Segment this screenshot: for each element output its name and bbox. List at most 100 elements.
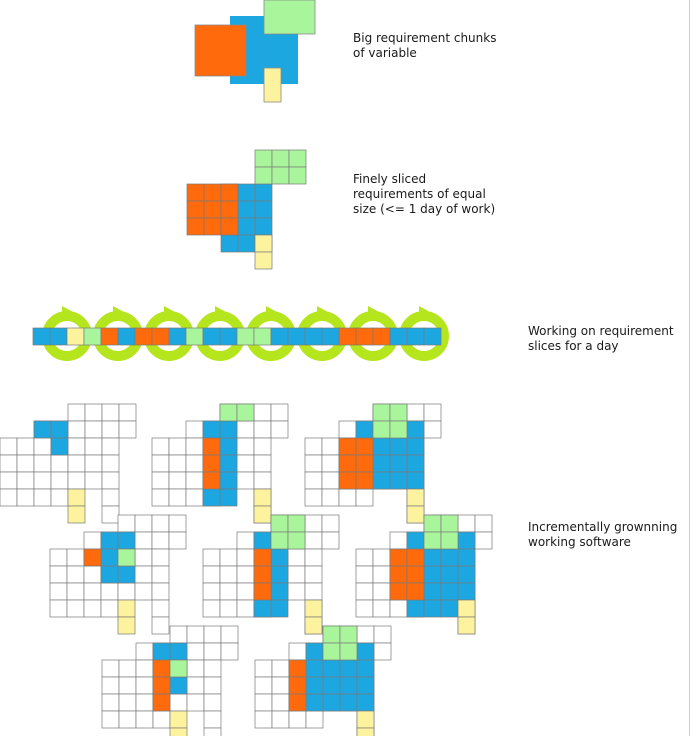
cell_empty-slice-cell	[134, 582, 153, 601]
blue-slice-cell	[305, 659, 324, 678]
cell_empty-slice-cell	[236, 548, 255, 567]
blue-slice-cell	[100, 548, 119, 567]
orange-slice-cell	[288, 676, 307, 695]
cell_empty-slice-cell	[304, 531, 323, 550]
green-slice-cell	[339, 642, 358, 661]
cell_empty-slice-cell	[236, 420, 255, 439]
orange-slice-cell	[186, 217, 205, 236]
cell_empty-slice-cell	[169, 625, 188, 644]
cell_empty-slice-cell	[321, 488, 340, 507]
blue-slice-cell	[339, 693, 358, 712]
cell_empty-slice-cell	[0, 454, 18, 473]
cell_empty-slice-cell	[83, 531, 102, 550]
cell_empty-slice-cell	[101, 659, 120, 678]
blue-slice-cell	[253, 531, 272, 550]
blue-slice-cell	[356, 676, 375, 695]
cell_empty-slice-cell	[304, 471, 323, 490]
orange-slice-cell	[203, 183, 222, 202]
cell_empty-slice-cell	[389, 531, 408, 550]
cell_empty-slice-cell	[67, 437, 86, 456]
cell_empty-slice-cell	[202, 582, 221, 601]
orange-slice-cell	[338, 454, 357, 473]
cell_empty-slice-cell	[202, 565, 221, 584]
green-strip-slice	[83, 327, 102, 346]
cell_empty-slice-cell	[168, 514, 187, 533]
blue-slice-cell	[406, 531, 425, 550]
blue-strip-slice	[423, 327, 442, 346]
green-slice-cell	[117, 548, 136, 567]
yellow-requirement-chunk	[263, 67, 282, 103]
orange-slice-cell	[389, 582, 408, 601]
orange-slice-cell	[253, 565, 272, 584]
cell_empty-slice-cell	[219, 565, 238, 584]
orange-slice-cell	[389, 565, 408, 584]
blue-slice-cell	[423, 548, 442, 567]
orange-slice-cell	[406, 565, 425, 584]
blue-slice-cell	[117, 531, 136, 550]
cell_empty-slice-cell	[271, 710, 290, 729]
cell_empty-slice-cell	[355, 548, 374, 567]
orange-slice-cell	[152, 659, 171, 678]
cell_empty-slice-cell	[253, 403, 272, 422]
cell_empty-slice-cell	[185, 420, 204, 439]
cell_empty-slice-cell	[185, 471, 204, 490]
cell_empty-slice-cell	[202, 548, 221, 567]
cell_empty-slice-cell	[288, 642, 307, 661]
blue-slice-cell	[457, 548, 476, 567]
blue-slice-cell	[254, 200, 273, 219]
blue-slice-cell	[389, 471, 408, 490]
cell_empty-slice-cell	[321, 437, 340, 456]
cell_empty-slice-cell	[83, 565, 102, 584]
cell_empty-slice-cell	[474, 514, 493, 533]
orange-slice-cell	[355, 437, 374, 456]
cell_empty-slice-cell	[84, 454, 103, 473]
yellow-slice-cell	[254, 251, 273, 270]
cell_empty-slice-cell	[271, 676, 290, 695]
green-requirement-chunk	[263, 0, 316, 35]
orange-slice-cell	[355, 454, 374, 473]
cycle-arrow-icon	[62, 306, 73, 319]
blue-strip-slice	[321, 327, 340, 346]
cell_empty-slice-cell	[151, 582, 170, 601]
cell_empty-slice-cell	[101, 471, 120, 490]
blue-slice-cell	[389, 454, 408, 473]
blue-slice-cell	[406, 599, 425, 618]
orange-slice-cell	[220, 200, 239, 219]
orange-slice-cell	[406, 548, 425, 567]
cell_empty-slice-cell	[271, 693, 290, 712]
cell_empty-slice-cell	[270, 403, 289, 422]
cell_empty-slice-cell	[321, 454, 340, 473]
blue-strip-slice	[117, 327, 136, 346]
cycle-arrow-icon	[317, 306, 328, 319]
orange-slice-cell	[406, 582, 425, 601]
blue-strip-slice	[389, 327, 408, 346]
blue-slice-cell	[305, 693, 324, 712]
orange-slice-cell	[220, 183, 239, 202]
cell_empty-slice-cell	[423, 403, 442, 422]
blue-slice-cell	[254, 217, 273, 236]
cell_empty-slice-cell	[135, 676, 154, 695]
cell_empty-slice-cell	[203, 642, 222, 661]
cell_empty-slice-cell	[50, 454, 69, 473]
cell_empty-slice-cell	[66, 599, 85, 618]
cell_empty-slice-cell	[338, 488, 357, 507]
cell_empty-slice-cell	[236, 582, 255, 601]
blue-slice-cell	[100, 565, 119, 584]
cell_empty-slice-cell	[220, 625, 239, 644]
cell_empty-slice-cell	[203, 710, 222, 729]
cell_empty-slice-cell	[151, 471, 170, 490]
orange-requirement-chunk	[194, 24, 247, 77]
cell_empty-slice-cell	[84, 403, 103, 422]
caption-incremental: Incrementally grownning working software	[528, 520, 678, 549]
cell_empty-slice-cell	[151, 531, 170, 550]
cell_empty-slice-cell	[253, 454, 272, 473]
cell_empty-slice-cell	[118, 403, 137, 422]
blue-slice-cell	[152, 642, 171, 661]
cell_empty-slice-cell	[135, 642, 154, 661]
blue-slice-cell	[305, 642, 324, 661]
cell_empty-slice-cell	[457, 514, 476, 533]
cell_empty-slice-cell	[219, 582, 238, 601]
cell_empty-slice-cell	[271, 659, 290, 678]
blue-slice-cell	[237, 183, 256, 202]
